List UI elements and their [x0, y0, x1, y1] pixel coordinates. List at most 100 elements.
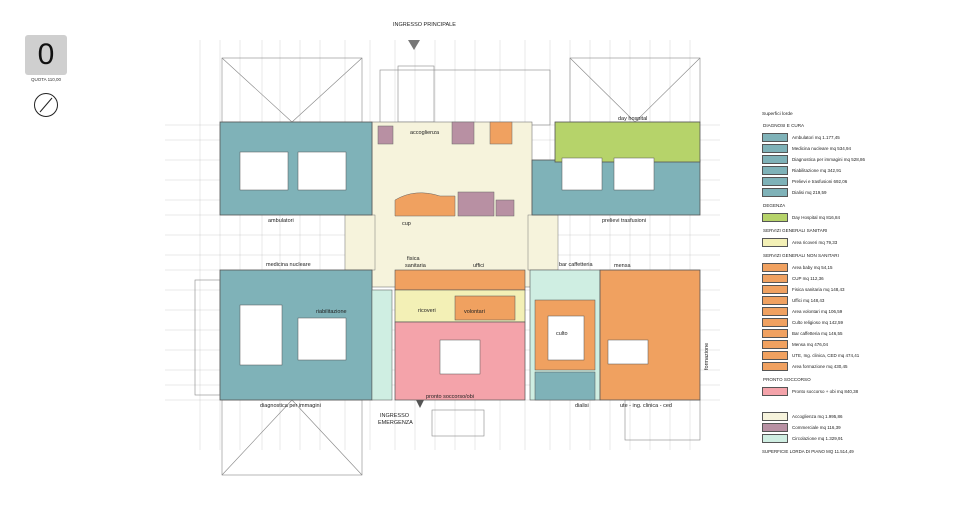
label-prelievi: prelievi trasfusioni	[602, 218, 646, 224]
legend-swatch	[762, 411, 788, 421]
legend-item: Culto religioso mq 142,59	[762, 317, 952, 327]
legend-label: Area baby mq 54,15	[792, 264, 833, 270]
legend-swatch	[762, 237, 788, 247]
legend-label: Dialisi mq 219,59	[792, 189, 827, 195]
level-number: 0	[37, 38, 55, 71]
legend-swatch	[762, 339, 788, 349]
zone-accoglienza-east	[527, 214, 559, 271]
legend-swatch	[762, 143, 788, 153]
label-bar-caffetteria: bar caffetteria	[559, 262, 593, 268]
legend-group-heading: SERVIZI GENERALI NON SANITARI	[763, 253, 839, 258]
legend-item: Bar caffetteria mq 146,55	[762, 328, 952, 338]
legend-item: Uffici mq 148,43	[762, 295, 952, 305]
label-fisica-2: sanitaria	[405, 263, 427, 269]
legend-item: Mensa mq 476,04	[762, 339, 952, 349]
legend-swatch	[762, 295, 788, 305]
label-cup: cup	[402, 221, 411, 227]
zone-accoglienza-west	[344, 214, 376, 271]
legend-group-heading: DIAGNOSI E CURA	[763, 123, 805, 128]
legend-label: Prelievi e trasfusioni 692,06	[792, 178, 848, 184]
legend-item: Ambulatori mq 1.177,45	[762, 132, 952, 142]
label-pronto-soccorso: pronto soccorso/obi	[426, 394, 474, 400]
legend-swatch	[762, 422, 788, 432]
main-entrance-arrow-icon	[408, 40, 420, 50]
emergency-entrance-arrow-icon	[416, 400, 424, 408]
legend-item: Day Hospital mq 816,84	[762, 212, 952, 222]
legend-swatch	[762, 284, 788, 294]
legend-group-heading: SERVIZI GENERALI SANITARI	[763, 228, 828, 233]
zone-fisica-uffici	[394, 269, 526, 291]
zone-area-baby	[489, 121, 513, 145]
courtyard-mensa	[607, 339, 649, 365]
courtyard-medicina-1	[239, 304, 283, 366]
label-ingresso-emergenza-2: EMERGENZA	[378, 420, 413, 426]
legend-title: Superfici lorde	[762, 112, 793, 117]
legend-swatch	[762, 154, 788, 164]
legend-label: Day Hospital mq 816,84	[792, 214, 841, 220]
legend-swatch	[762, 262, 788, 272]
legend-item: Circolazione mq 1.329,91	[762, 433, 952, 443]
legend-label: UTE, Ing. clinica, CED mq 474,41	[792, 352, 860, 358]
legend-item: Area baby mq 54,15	[762, 262, 952, 272]
zone-commerciale-3	[495, 199, 515, 217]
legend-item: Prelievi e trasfusioni 692,06	[762, 176, 952, 186]
legend-swatch	[762, 176, 788, 186]
zone-cup	[394, 192, 456, 217]
label-uffici: uffici	[473, 263, 484, 269]
legend-item: Medicina nucleare mq 534,94	[762, 143, 952, 153]
label-dialisi: dialisi	[575, 403, 589, 409]
legend: Superfici lorde DIAGNOSI E CURA Ambulator…	[762, 112, 952, 454]
legend-label: Accoglienza mq 1.995,86	[792, 413, 843, 419]
legend-label: Commerciale mq 116,39	[792, 424, 841, 430]
legend-label: Area formazione mq 430,45	[792, 363, 848, 369]
legend-label: Circolazione mq 1.329,91	[792, 435, 844, 441]
legend-swatch	[762, 187, 788, 197]
label-ricoveri: ricoveri	[418, 308, 436, 314]
legend-item: UTE, Ing. clinica, CED mq 474,41	[762, 350, 952, 360]
label-fisica-1: fisica	[407, 256, 420, 262]
legend-label: Medicina nucleare mq 534,94	[792, 145, 852, 151]
legend-item: Pronto soccorso + obi mq 840,38	[762, 386, 952, 396]
legend-swatch	[762, 132, 788, 142]
legend-item: Diagnostica per immagini mq 528,86	[762, 154, 952, 164]
label-formazione: formazione	[704, 343, 710, 370]
legend-label: Diagnostica per immagini mq 528,86	[792, 156, 866, 162]
legend-group-heading: PRONTO SOCCORSO	[763, 377, 811, 382]
label-diagnostica: diagnostica per immagini	[260, 403, 321, 409]
courtyard-ambulatori-1	[239, 151, 289, 191]
legend-item: Accoglienza mq 1.995,86	[762, 411, 952, 421]
courtyard-prelievi-1	[561, 157, 603, 191]
zone-commerciale-4	[457, 191, 495, 217]
label-ambulatori: ambulatori	[268, 218, 294, 224]
legend-group: PRONTO SOCCORSO Pronto soccorso + obi mq …	[762, 377, 952, 396]
legend-item: CUP mq 112,36	[762, 273, 952, 283]
floor-plan: INGRESSO PRINCIPALE INGRESSO EMERGENZA a…	[165, 22, 720, 476]
legend-label: Fisica sanitaria mq 148,43	[792, 286, 845, 292]
legend-swatch	[762, 273, 788, 283]
legend-swatch	[762, 306, 788, 316]
courtyard-medicina-2	[297, 317, 347, 361]
label-accoglienza: accoglienza	[410, 130, 440, 136]
zone-volontari	[454, 295, 516, 321]
legend-item: Riabilitazione mq 342,91	[762, 165, 952, 175]
legend-label: Culto religioso mq 142,59	[792, 319, 844, 325]
zone-day-hospital	[554, 121, 701, 163]
legend-swatch	[762, 433, 788, 443]
legend-swatch	[762, 386, 788, 396]
level-quota: QUOTA 110,00	[30, 77, 62, 82]
label-riabilitazione: riabilitazione	[316, 309, 347, 315]
label-day-hospital: day hospital	[618, 116, 647, 122]
courtyard-prelievi-2	[613, 157, 655, 191]
legend-label: Bar caffetteria mq 146,55	[792, 330, 843, 336]
label-medicina-nucleare: medicina nucleare	[266, 262, 311, 268]
zone-mensa	[599, 269, 701, 401]
legend-swatch	[762, 350, 788, 360]
label-volontari: volontari	[464, 309, 485, 315]
level-badge: 0	[25, 35, 67, 75]
label-culto: culto	[556, 331, 568, 337]
zone-commerciale-1	[451, 121, 475, 145]
